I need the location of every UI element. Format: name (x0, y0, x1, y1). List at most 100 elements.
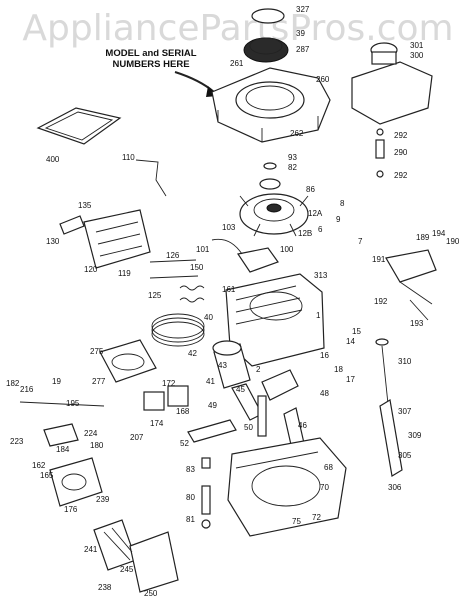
callout-line-1: MODEL and SERIAL (105, 48, 197, 59)
part-label: 80 (186, 493, 195, 502)
part-label: 245 (120, 565, 134, 574)
part-label: 184 (56, 445, 70, 454)
piston (212, 340, 251, 389)
bracket-parts-right (375, 128, 385, 178)
part-label: 224 (84, 429, 98, 438)
part-label: 119 (118, 269, 131, 278)
piston-rings (151, 313, 205, 347)
part-label: 174 (150, 419, 164, 428)
flywheel-nut (263, 162, 277, 170)
part-label: 46 (298, 421, 307, 430)
ground-wire (135, 159, 167, 197)
part-label: 12B (298, 229, 312, 238)
spark-plug (59, 215, 85, 235)
dipstick (375, 338, 389, 405)
part-label: 191 (372, 255, 386, 264)
part-label: 7 (358, 237, 363, 246)
part-label: 43 (218, 361, 227, 370)
part-label: 39 (296, 29, 305, 38)
tappet (187, 419, 237, 443)
part-label: 50 (244, 423, 253, 432)
part-label: 103 (222, 223, 236, 232)
part-label: 161 (222, 285, 236, 294)
ignition-module (211, 238, 279, 273)
part-label: 18 (334, 365, 343, 374)
part-label: 52 (180, 439, 189, 448)
part-label: 292 (394, 171, 408, 180)
gaskets (143, 385, 189, 411)
part-label: 275 (90, 347, 104, 356)
part-label: 292 (394, 131, 408, 140)
part-label: 223 (10, 437, 24, 446)
part-label: 301 (410, 41, 424, 50)
part-label: 193 (410, 319, 424, 328)
part-label: 93 (288, 153, 297, 162)
governor-bracket (385, 249, 437, 321)
part-label: 48 (320, 389, 329, 398)
part-label: 400 (46, 155, 60, 164)
part-label: 309 (408, 431, 422, 440)
part-label: 110 (122, 153, 135, 162)
part-label: 327 (296, 5, 310, 14)
muffler (99, 339, 157, 383)
part-label: 41 (206, 377, 215, 386)
part-label: 176 (64, 505, 78, 514)
part-label: 17 (346, 375, 355, 384)
crankshaft (257, 369, 299, 437)
part-label: 1 (316, 311, 321, 320)
part-label: 150 (190, 263, 204, 272)
fasteners (201, 457, 211, 529)
part-label: 49 (208, 401, 217, 410)
fuel-tank (351, 42, 433, 125)
part-label: 120 (84, 265, 98, 274)
part-label: 250 (144, 589, 158, 598)
part-label: 168 (176, 407, 190, 416)
part-label: 305 (398, 451, 412, 460)
air-filter-pad (36, 107, 122, 145)
part-label: 261 (230, 59, 244, 68)
crankcase-cover (227, 437, 347, 537)
callout-line-2: NUMBERS HERE (112, 59, 190, 70)
part-label: 14 (346, 337, 355, 346)
part-label: 86 (306, 185, 315, 194)
part-label: 16 (320, 351, 329, 360)
part-label: 12A (308, 209, 323, 218)
part-label: 126 (166, 251, 180, 260)
part-label: 100 (280, 245, 294, 254)
dipstick-tube (379, 399, 403, 477)
part-label: 72 (312, 513, 321, 522)
part-label: 287 (296, 45, 310, 54)
model-serial-callout: MODEL and SERIAL NUMBERS HERE (96, 48, 206, 70)
part-label: 290 (394, 148, 408, 157)
part-label: 277 (92, 377, 106, 386)
part-label: 162 (32, 461, 46, 470)
part-label: 81 (186, 515, 195, 524)
head-bolts (149, 259, 199, 279)
valve-springs (179, 285, 205, 303)
part-label: 182 (6, 379, 20, 388)
rewind-starter (243, 8, 289, 63)
part-label: 300 (410, 51, 424, 60)
part-label: 189 (416, 233, 430, 242)
part-label: 241 (84, 545, 98, 554)
linkage-rod (19, 401, 105, 407)
part-label: 83 (186, 465, 195, 474)
part-label: 190 (446, 237, 460, 246)
starter-cup (259, 178, 281, 190)
part-label: 172 (162, 379, 176, 388)
part-label: 82 (288, 163, 297, 172)
part-label: 195 (66, 399, 80, 408)
part-label: 6 (318, 225, 323, 234)
part-label: 68 (324, 463, 333, 472)
part-label: 9 (336, 215, 341, 224)
part-label: 19 (52, 377, 61, 386)
part-label: 207 (130, 433, 144, 442)
part-label: 101 (196, 245, 210, 254)
part-label: 165 (40, 471, 54, 480)
part-label: 15 (352, 327, 361, 336)
part-label: 2 (256, 365, 261, 374)
part-label: 194 (432, 229, 446, 238)
